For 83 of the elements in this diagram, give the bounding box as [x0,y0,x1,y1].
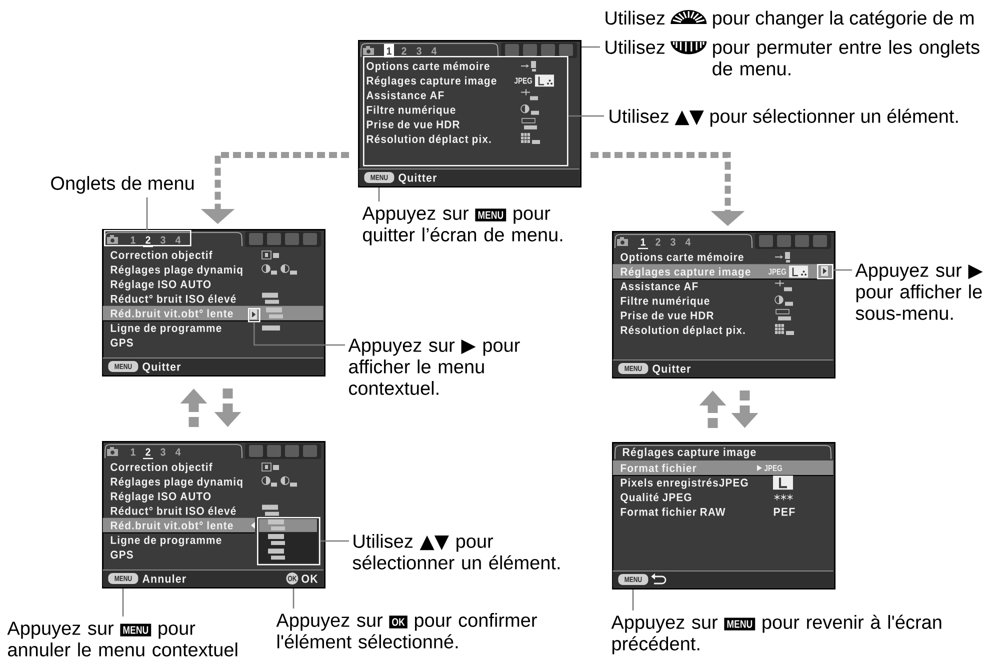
tab-number: 1 [638,238,648,250]
footer-label: OK [302,574,318,583]
tab-number: 3 [160,448,166,456]
menu-item: Qualité JPEG [620,492,692,504]
menu-item: Réglages plage dynamiq [110,477,242,488]
footer-label: Annuler [142,574,186,583]
leader-line [833,269,852,271]
menu-item: Pixels enregistrésJPEG [620,478,748,489]
menu-item: GPS [110,338,133,347]
menu-item: Réglages capture image [366,76,496,87]
tab-number: 4 [685,238,691,246]
setting-value: PEF [774,508,795,516]
menu-item: Ligne de programme [110,536,222,546]
menu-item: Résolution déplact pix. [620,326,745,336]
highlight-frame [257,517,320,566]
footer-label: Quitter [142,362,181,373]
menu-item: Assistance AF [620,282,698,290]
menu-item: Réduct° bruit ISO élevé [110,506,236,515]
menu-item: Correction objectif [110,462,212,474]
menu-item: Réglages capture image [620,267,750,278]
leader-line [632,590,634,610]
tab-number: 2 [656,238,660,246]
tab-number: 4 [175,236,181,244]
setting-value: JPEG [768,268,786,275]
menu-item: Assistance AF [366,91,444,100]
ok-button: OK [389,616,408,628]
leader-line [320,540,349,542]
menu-item: Réglage ISO AUTO [110,280,211,290]
callout-text: Appuyez sur ▶ pour afficher le sous-menu. [855,264,983,320]
leader-line [254,322,345,346]
menu-item: Réglage ISO AUTO [110,492,211,502]
tab-number: 1 [130,236,136,244]
menu-item: Filtre numérique [620,296,710,308]
menu-item: Filtre numérique [366,105,456,116]
tab-number: 2 [143,236,153,248]
menu-item: Réduct° bruit ISO élevé [110,294,236,303]
menu-item: Format fichier RAW [620,508,726,516]
callout-text: pour permuter entre les onglets de menu. [712,40,980,76]
callout-text: Appuyez sur MENU pour annuler le menu contextuel [7,622,238,656]
menu-item: Réd.bruit vit.obt° lente [110,521,233,530]
callout-text: Utilisez [606,40,664,54]
menu-item: Format fichier [620,464,696,472]
tab-number: 4 [175,448,181,456]
leader-line [568,115,604,117]
leader-line [378,188,380,202]
tab-number: 2 [143,448,153,460]
callout-text: Onglets de menu [51,176,194,194]
menu-item: Réd.bruit vit.obt° lente [110,309,233,318]
callout-text: pour changer la catégorie de m [713,10,974,28]
tab-number: 3 [416,47,422,55]
leader-line [582,46,600,48]
leader-line [146,197,148,230]
callout-text: Utilisez ▲▼ pour sélectionner un élément. [352,534,560,570]
callout-text: Appuyez sur OK pour confirmer l'élément sélectionné. [276,612,537,648]
tab-number: 2 [402,47,406,55]
footer-label: Quitter [652,364,691,375]
menu-item: Prise de vue HDR [366,120,460,128]
menu-item: Résolution déplact pix. [366,134,491,146]
menu-button: MENU [120,624,152,636]
setting-value: JPEG [514,78,532,84]
menu-item: Correction objectif [110,250,212,262]
callout-text: Utilisez ▲▼ pour sélectionner un élément. [610,108,958,127]
callout-text: Utilisez [606,10,664,25]
menu-item: Prise de vue HDR [620,311,714,320]
menu-item: Options carte mémoire [366,62,490,72]
menu-item: Réglages plage dynamiq [110,265,242,276]
menu-item: Ligne de programme [110,324,222,334]
callout-text: Appuyez sur MENU pour revenir à l'écran précédent. [611,614,942,654]
menu-item: GPS [110,550,133,559]
menu-item: Options carte mémoire [620,252,744,264]
menu-button: MENU [724,618,756,630]
tab-number: 1 [130,448,136,456]
callout-text: Appuyez sur ▶ pour afficher le menu contextuel. [348,338,520,395]
tab-number: 3 [670,238,676,246]
setting-value: JPEG [764,465,782,472]
footer-label: Quitter [398,173,437,184]
leader-line [122,588,124,616]
tab-number: 4 [431,47,437,55]
tab-number: 3 [160,236,166,244]
menu-button: MENU [475,208,506,222]
leader-line [292,588,294,608]
callout-text: Appuyez sur MENU pour quitter l’écran de menu. [362,206,562,246]
submenu-title: Réglages capture image [622,448,756,458]
